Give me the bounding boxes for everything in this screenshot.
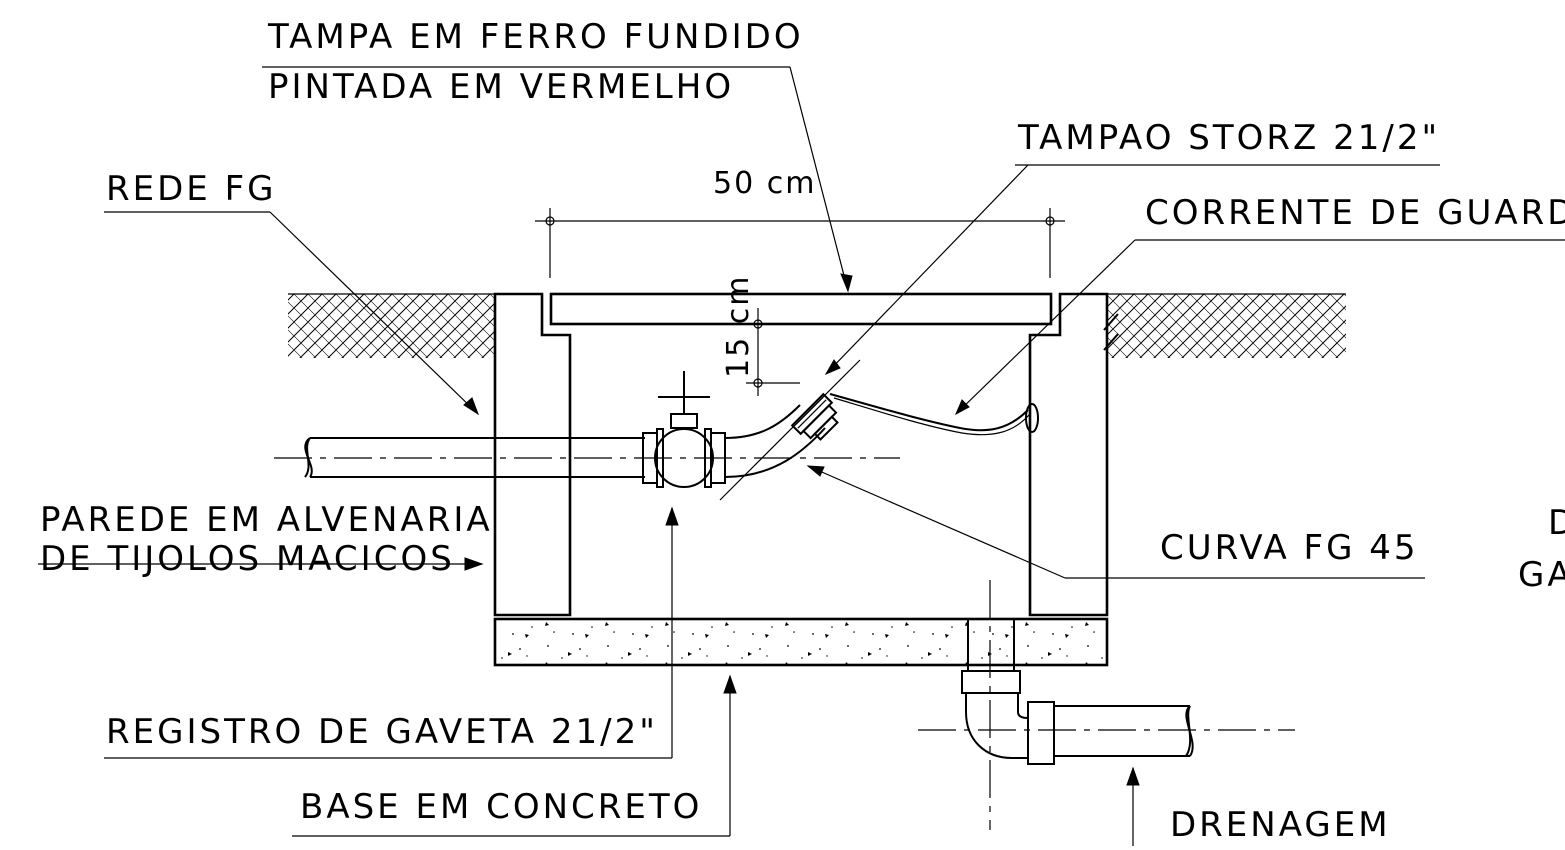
cut-text-right-2: GA — [1518, 555, 1565, 595]
tampao-storz-label: TAMPAO STORZ 21/2" — [1017, 118, 1440, 158]
storz-cap — [790, 392, 839, 441]
depth-dimension — [746, 308, 800, 396]
depth-dimension-label: 15 cm — [721, 275, 756, 378]
tampa-label-line2: PINTADA EM VERMELHO — [268, 67, 734, 107]
arrowheads — [463, 273, 1140, 786]
width-dimension — [535, 208, 1065, 278]
gate-valve — [642, 371, 726, 488]
masonry-wall-right — [1028, 292, 1109, 617]
break-mark — [1103, 313, 1119, 351]
rede-fg-label: REDE FG — [106, 169, 276, 209]
leader-lines — [38, 66, 1565, 846]
cut-text-right-1: D — [1548, 503, 1565, 543]
corrente-guarda-label: CORRENTE DE GUARDA — [1145, 193, 1565, 233]
width-dimension-label: 50 cm — [713, 166, 816, 201]
fg-pipe — [274, 437, 900, 478]
base-label: BASE EM CONCRETO — [300, 787, 702, 827]
parede-label-line1: PAREDE EM ALVENARIA — [40, 500, 493, 540]
cast-iron-lid — [549, 292, 1053, 326]
parede-label-line2: DE TIJOLOS MACICOS — [40, 539, 455, 579]
fg-45-curve — [719, 359, 861, 501]
curva-fg-label: CURVA FG 45 — [1160, 528, 1419, 568]
registro-label: REGISTRO DE GAVETA 21/2" — [106, 712, 658, 752]
soil-left — [288, 293, 494, 358]
tampa-label-line1: TAMPA EM FERRO FUNDIDO — [267, 17, 804, 57]
soil-right — [1108, 293, 1346, 358]
masonry-wall-left — [493, 292, 572, 617]
drenagem-label: DRENAGEM — [1170, 805, 1391, 845]
concrete-base — [493, 617, 1109, 667]
guard-chain — [829, 393, 1039, 436]
drainage-pipe — [918, 580, 1295, 830]
